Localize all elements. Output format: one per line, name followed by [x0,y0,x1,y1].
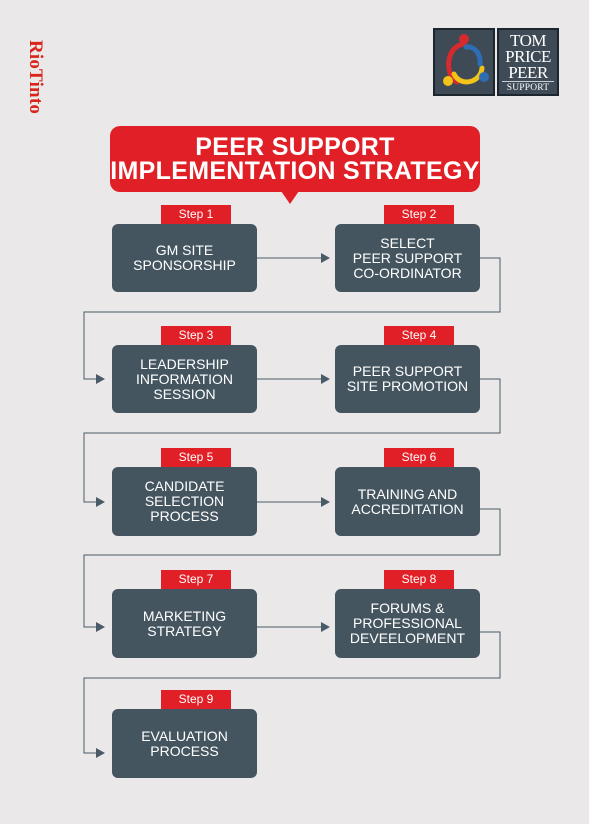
step-tag: Step 8 [384,570,454,589]
step-label: MARKETING STRATEGY [142,607,227,639]
arrow-head [321,374,330,384]
step-box-6: TRAINING AND ACCREDITATION [335,467,480,536]
step-tag: Step 2 [384,205,454,224]
step-label: FORUMS & PROFESSIONAL DEVEELOPMENT [349,600,466,646]
step-box-7: MARKETING STRATEGY [112,589,257,658]
peer-figures-logo-icon [433,28,495,96]
step-label: GM SITE SPONSORSHIP [133,242,236,273]
connector-6-7 [83,508,501,628]
step-tag: Step 6 [384,448,454,467]
step-box-4: PEER SUPPORT SITE PROMOTION [335,345,480,413]
step-label: EVALUATION PROCESS [141,727,228,759]
arrow-head [96,374,105,384]
step-label: LEADERSHIP INFORMATION SESSION [136,355,233,402]
banner-pointer [281,191,299,204]
step-label: TRAINING AND ACCREDITATION [351,485,464,517]
title-line-1: PEER SUPPORT [195,133,395,161]
step-box-2: SELECT PEER SUPPORT CO-ORDINATOR [335,224,480,292]
step-tag: Step 4 [384,326,454,345]
step-label: PEER SUPPORT SITE PROMOTION [346,363,469,394]
arrow-head [96,748,105,758]
tom-price-peer-support-logo: TOM PRICE PEER SUPPORT [497,28,559,96]
connector-8-9 [83,631,501,754]
title-line-2: IMPLEMENTATION STRATEGY [110,157,480,185]
connector-4-5 [83,378,501,503]
title-banner: PEER SUPPORT IMPLEMENTATION STRATEGY [110,126,480,192]
step-label: SELECT PEER SUPPORT CO-ORDINATOR [352,234,463,281]
logo-word-tom: TOM [510,31,546,50]
logo-word-price: PRICE [505,47,551,66]
step-label: CANDIDATE SELECTION PROCESS [144,478,225,524]
step-box-5: CANDIDATE SELECTION PROCESS [112,467,257,536]
step-tag: Step 5 [161,448,231,467]
step-tag: Step 1 [161,205,231,224]
step-tag: Step 7 [161,570,231,589]
arrow-head [96,622,105,632]
step-box-3: LEADERSHIP INFORMATION SESSION [112,345,257,413]
arrow-head [321,622,330,632]
arrow-head [321,253,330,263]
step-box-9: EVALUATION PROCESS [112,709,257,778]
step-tag: Step 3 [161,326,231,345]
arrow-head [96,497,105,507]
step-box-8: FORUMS & PROFESSIONAL DEVEELOPMENT [335,589,480,658]
step-tag: Step 9 [161,690,231,709]
connector-2-3 [83,257,501,380]
logo-word-support: SUPPORT [502,81,554,94]
arrow-head [321,497,330,507]
logo-word-peer: PEER [508,63,548,82]
step-box-1: GM SITE SPONSORSHIP [112,224,257,292]
